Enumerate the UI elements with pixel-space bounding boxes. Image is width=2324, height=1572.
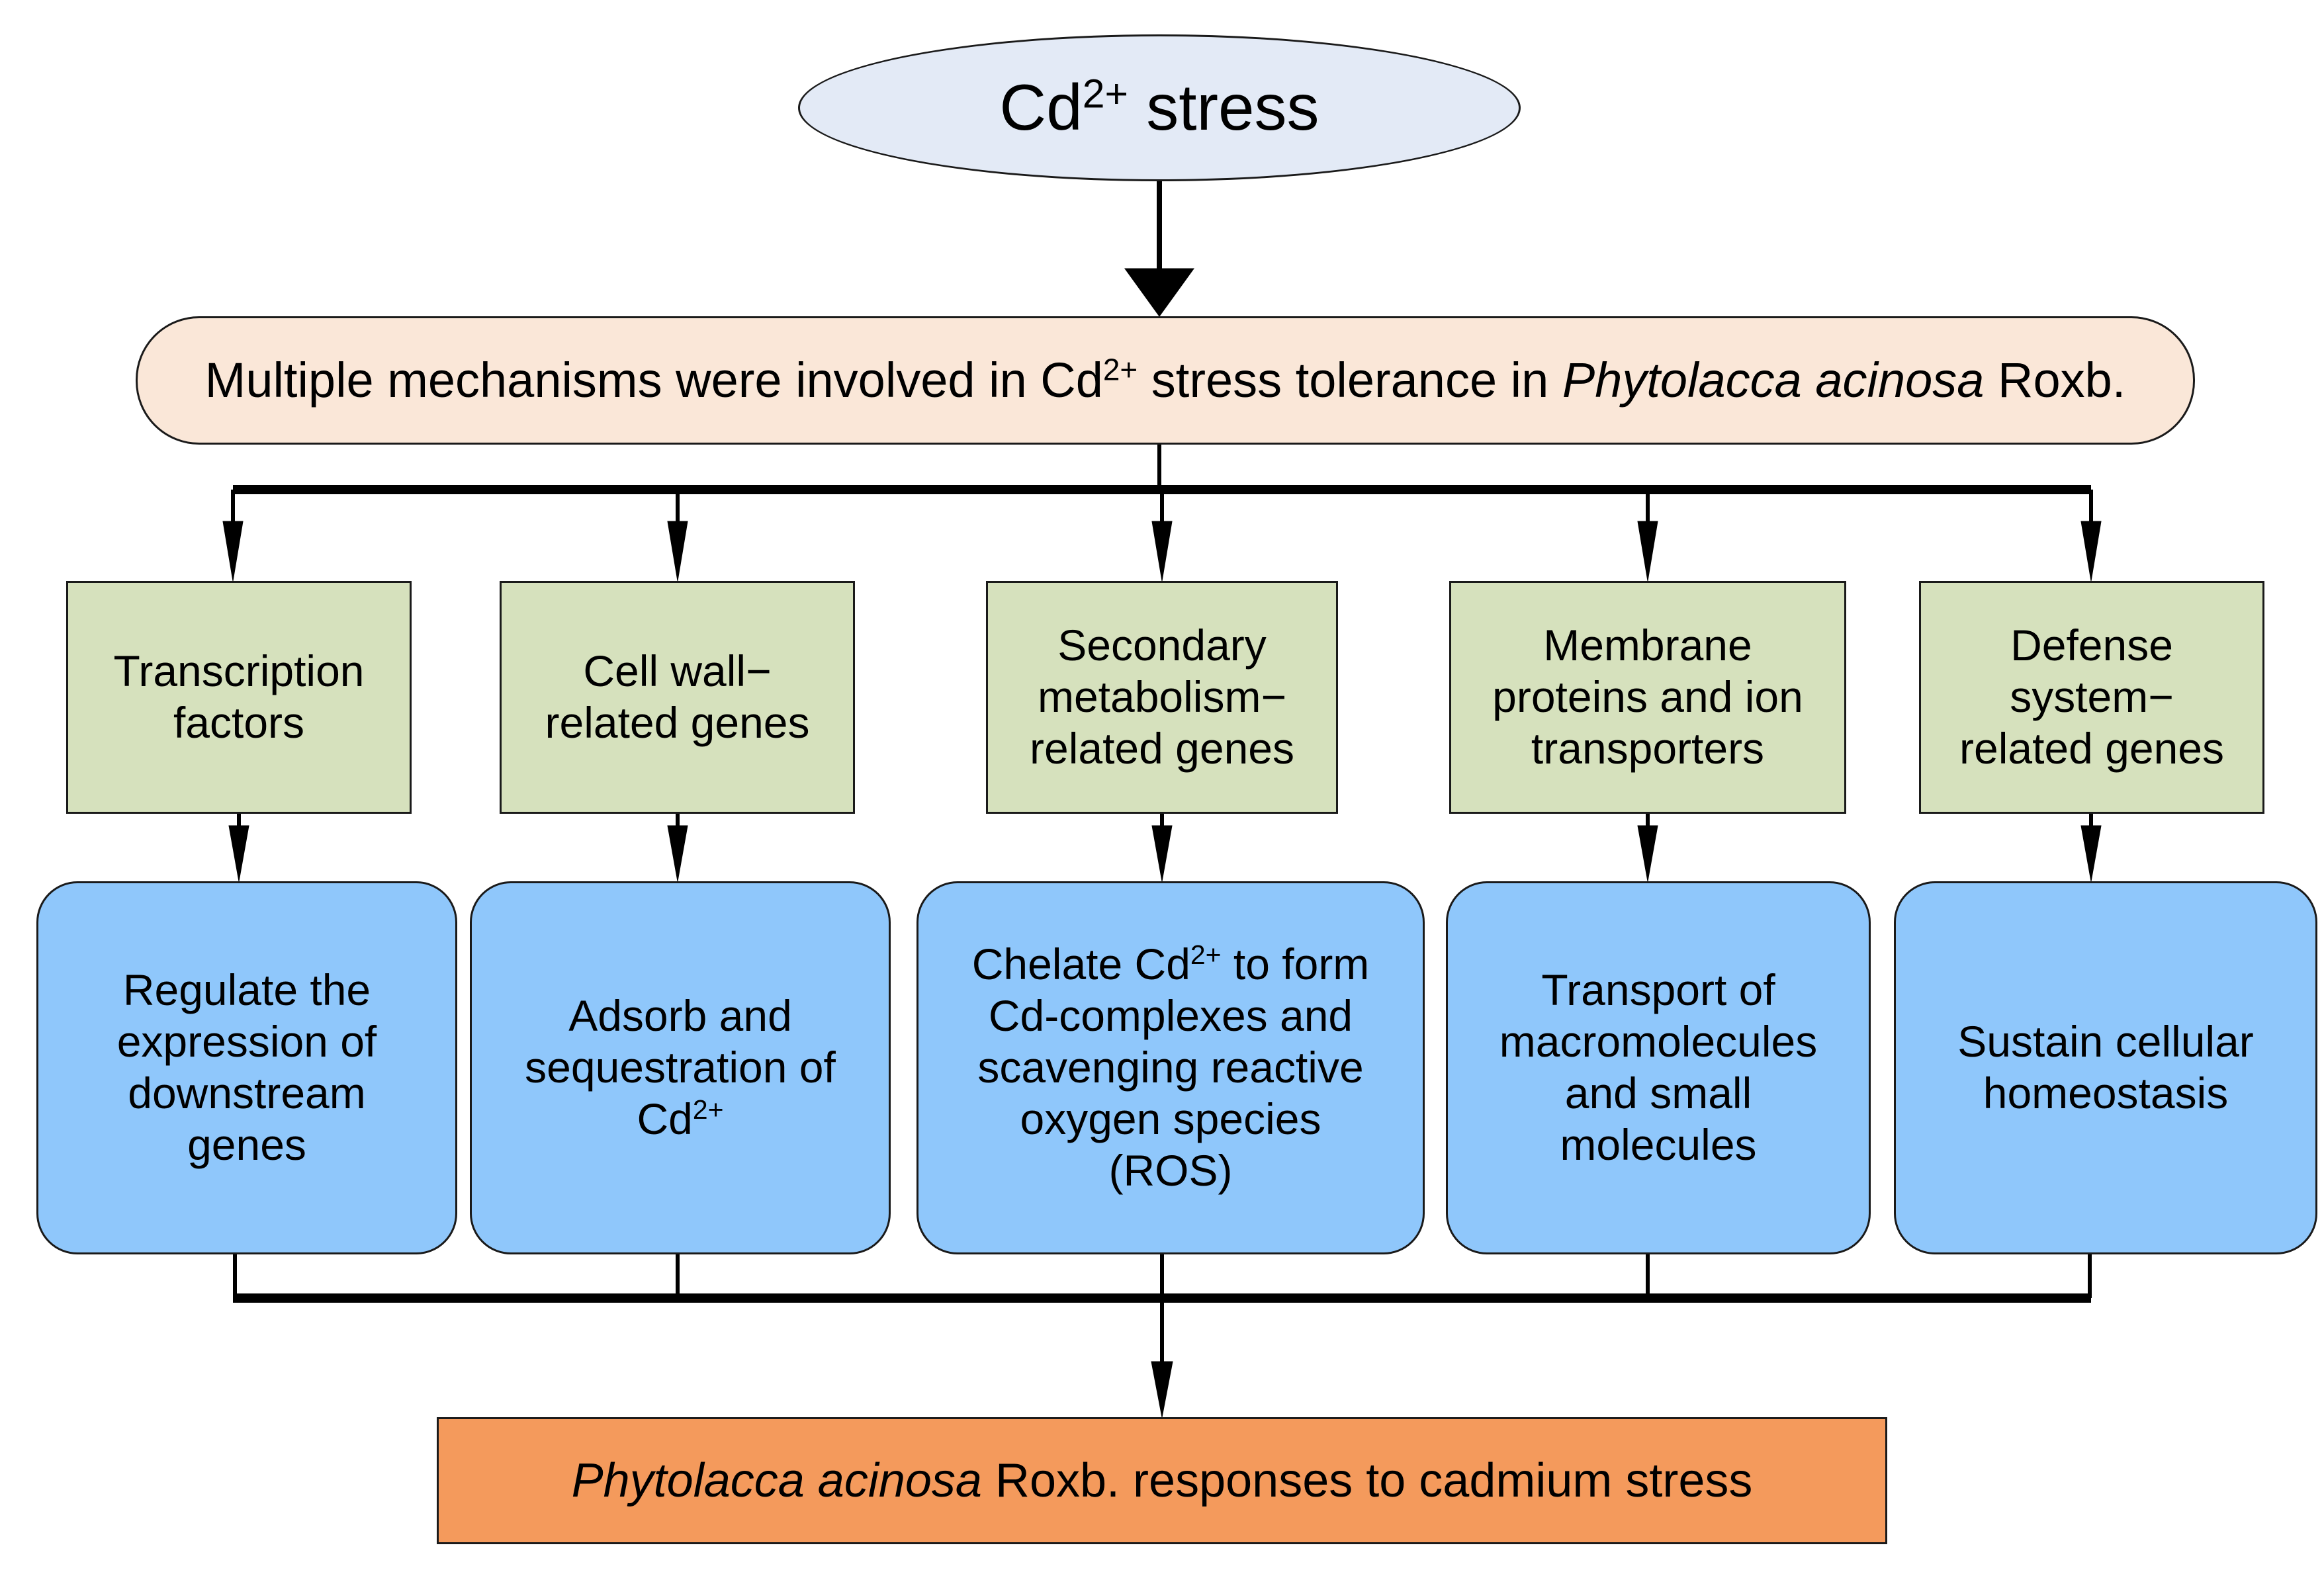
arrowhead-ellipse-to-banner xyxy=(1124,268,1194,317)
arrowhead-bus-to-category-2 xyxy=(1151,521,1173,582)
arrowhead-category-2-to-function-2 xyxy=(1151,825,1173,882)
node-function-adsorb-sequestration-cd[interactable]: Adsorb and sequestration of Cd2+ xyxy=(470,881,891,1254)
node-function-transport-macromolecules-small-molecules[interactable]: Transport of macromolecules and small mo… xyxy=(1446,881,1871,1254)
node-function-regulate-downstream-genes[interactable]: Regulate the expression of downstream ge… xyxy=(36,881,457,1254)
arrowhead-category-4-to-function-4 xyxy=(2080,825,2102,882)
arrowhead-category-1-to-function-1 xyxy=(667,825,688,882)
function-3-label: Transport of macromolecules and small mo… xyxy=(1499,965,1818,1169)
function-1-label: Adsorb and sequestration of Cd2+ xyxy=(525,991,836,1143)
function-0-label: Regulate the expression of downstream ge… xyxy=(116,965,377,1169)
category-2-label: Secondary metabolism− related genes xyxy=(1030,621,1294,773)
node-category-cell-wall-related-genes[interactable]: Cell wall− related genes xyxy=(500,581,855,814)
category-0-label: Transcription factors xyxy=(113,646,365,747)
node-function-chelate-cd-scavenge-ros[interactable]: Chelate Cd2+ to form Cd-complexes and sc… xyxy=(916,881,1425,1254)
category-3-label: Membrane proteins and ion transporters xyxy=(1492,621,1803,773)
arrowhead-category-0-to-function-0 xyxy=(228,825,249,882)
category-1-label: Cell wall− related genes xyxy=(545,646,810,747)
cd-stress-label: Cd2+ stress xyxy=(999,71,1319,144)
node-category-defense-system-related-genes[interactable]: Defense system− related genes xyxy=(1919,581,2264,814)
node-category-membrane-proteins-ion-transporters[interactable]: Membrane proteins and ion transporters xyxy=(1449,581,1846,814)
node-mechanism-banner[interactable]: Multiple mechanisms were involved in Cd2… xyxy=(136,316,2195,445)
node-summary-response[interactable]: Phytolacca acinosa Roxb. responses to ca… xyxy=(437,1417,1887,1544)
node-cd-stress[interactable]: Cd2+ stress xyxy=(798,34,1521,181)
node-category-transcription-factors[interactable]: Transcription factors xyxy=(66,581,412,814)
summary-label: Phytolacca acinosa Roxb. responses to ca… xyxy=(571,1454,1753,1507)
node-category-secondary-metabolism-related-genes[interactable]: Secondary metabolism− related genes xyxy=(986,581,1338,814)
mechanism-banner-label: Multiple mechanisms were involved in Cd2… xyxy=(204,352,2126,408)
arrowhead-bus-to-summary xyxy=(1151,1361,1173,1418)
category-4-label: Defense system− related genes xyxy=(1959,621,2224,773)
arrowhead-bus-to-category-1 xyxy=(667,521,688,582)
function-2-label: Chelate Cd2+ to form Cd-complexes and sc… xyxy=(971,939,1370,1195)
node-function-sustain-cellular-homeostasis[interactable]: Sustain cellular homeostasis xyxy=(1894,881,2317,1254)
arrowhead-bus-to-category-4 xyxy=(2080,521,2102,582)
arrowhead-bus-to-category-0 xyxy=(222,521,244,582)
arrowhead-category-3-to-function-3 xyxy=(1637,825,1658,882)
function-4-label: Sustain cellular homeostasis xyxy=(1957,1017,2254,1117)
arrowhead-bus-to-category-3 xyxy=(1637,521,1658,582)
